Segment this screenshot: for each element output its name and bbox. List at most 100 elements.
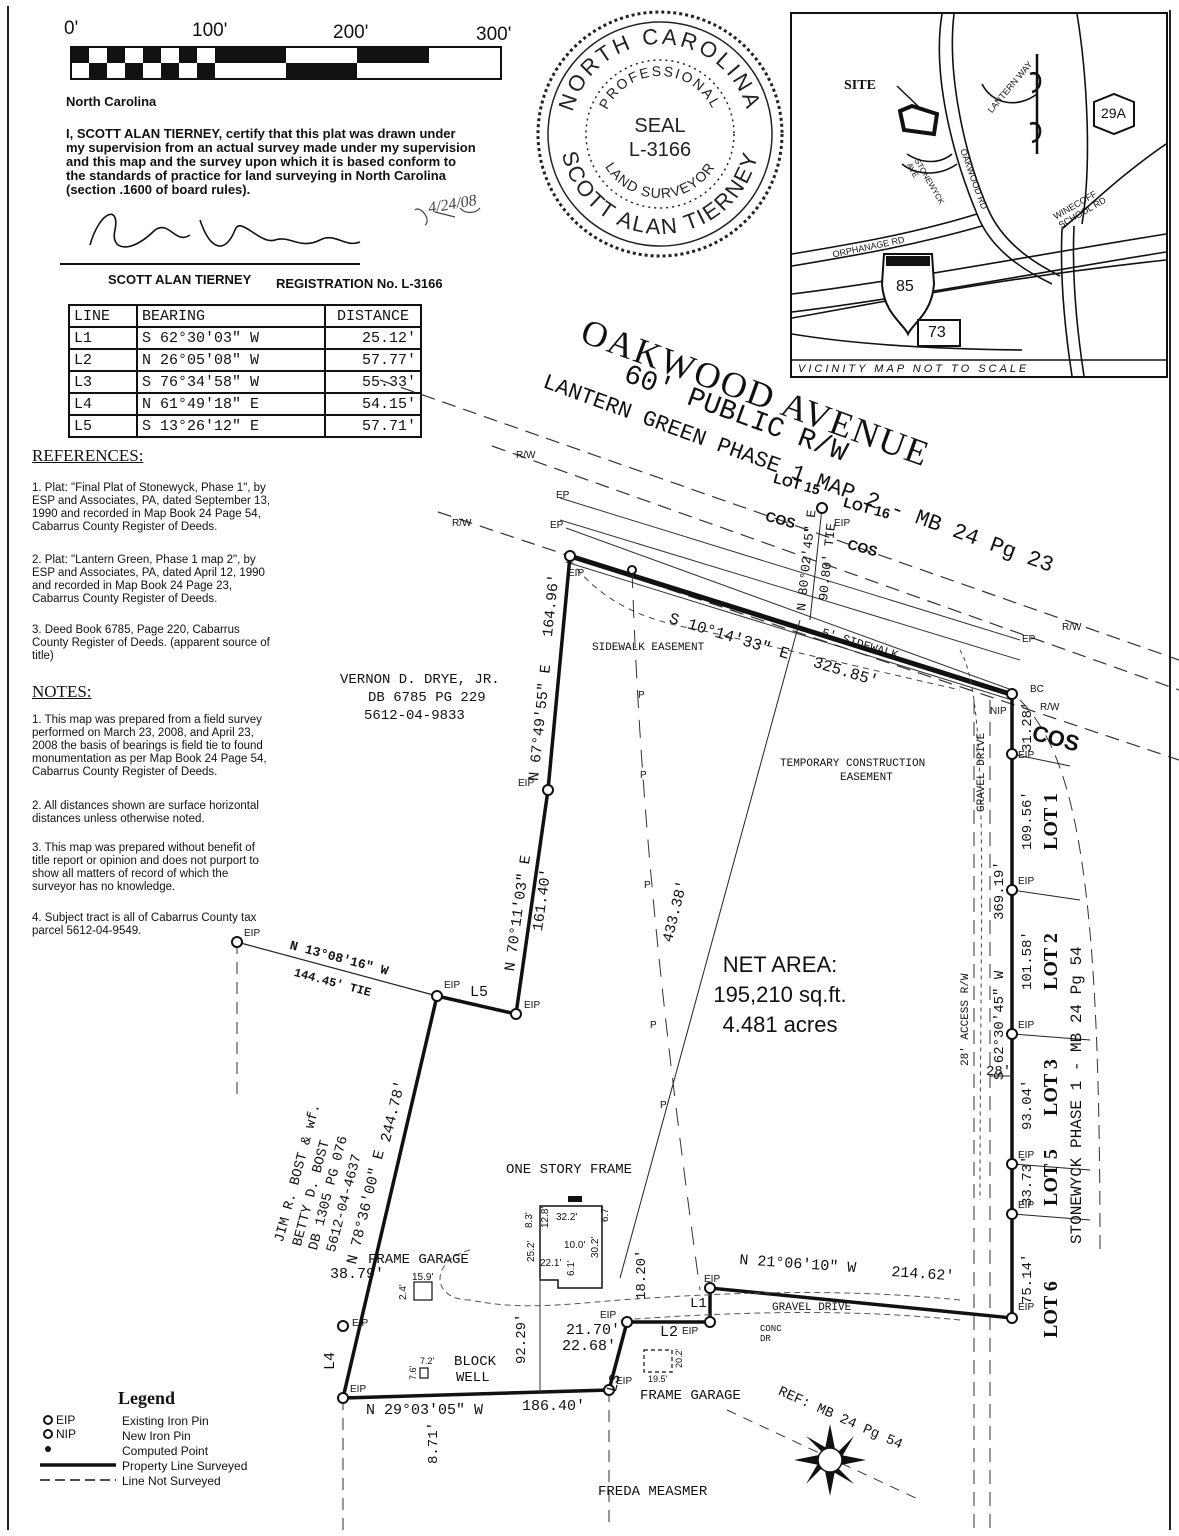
well-label: WELL bbox=[456, 1370, 490, 1386]
ref-line: ESP and Associates, PA, dated April 12, … bbox=[32, 567, 265, 579]
signature-image bbox=[60, 207, 481, 265]
pin-label: EIP bbox=[244, 928, 261, 939]
gravel-drive-east: GRAVEL DRIVE bbox=[976, 732, 988, 812]
house-dim-22-1: 22.1' bbox=[540, 1258, 562, 1269]
garage2-dim-19-5: 19.5' bbox=[648, 1374, 668, 1384]
line-bearing: S 62°30'03" W bbox=[136, 326, 326, 350]
dist-101-58: 101.58' bbox=[1020, 931, 1036, 990]
note-line: title report or opinion and does not pur… bbox=[32, 855, 259, 867]
cert-line-4: the standards of practice for land surve… bbox=[66, 168, 446, 183]
ref-line: 3. Deed Book 6785, Page 220, Cabarrus bbox=[32, 624, 240, 636]
cert-line-2: my supervision from an actual survey mad… bbox=[66, 140, 476, 155]
iron-pins bbox=[231, 502, 1018, 1404]
note-line: 1. This map was prepared from a field su… bbox=[32, 714, 262, 726]
line-l1-label: L1 bbox=[690, 1296, 707, 1312]
owner-nw-parcel: 5612-04-9833 bbox=[364, 708, 465, 724]
pin-label: EIP bbox=[568, 568, 585, 579]
pin-label: EIP bbox=[682, 1326, 699, 1337]
power-label: P bbox=[638, 690, 645, 701]
line-id: L2 bbox=[68, 348, 138, 372]
dist-93-04: 93.04' bbox=[1020, 1079, 1036, 1130]
ep-label: EP bbox=[550, 520, 564, 531]
frame-garage-2-label: FRAME GARAGE bbox=[640, 1388, 741, 1404]
frame-garage-footprint bbox=[413, 1281, 433, 1301]
table-row: L5 S 13°26'12" E 57.71' bbox=[68, 414, 422, 438]
reference-item-2: 2. Plat: "Lantern Green, Phase 1 map 2",… bbox=[32, 554, 265, 606]
house-dim-25-2: 25.2' bbox=[526, 1240, 537, 1262]
line-table: LINE BEARING DISTANCE L1 S 62°30'03" W 2… bbox=[68, 304, 422, 438]
table-row: L2 N 26°05'08" W 57.77' bbox=[68, 348, 422, 372]
pin-label: EIP bbox=[444, 980, 461, 991]
right-of-way-line-north bbox=[379, 379, 1179, 661]
scale-label-0: 0' bbox=[64, 18, 79, 39]
vicinity-interstate-85: 85 bbox=[896, 278, 914, 295]
legend-symbols bbox=[40, 1415, 116, 1481]
garage-dim-15-9: 15.9' bbox=[412, 1272, 434, 1283]
house-dim-30-2: 30.2' bbox=[590, 1236, 601, 1258]
legend-text-not-surveyed: Line Not Surveyed bbox=[122, 1474, 221, 1488]
net-area-block: NET AREA: 195,210 sq.ft. 4.481 acres bbox=[680, 950, 880, 1040]
pin-label-nip: NIP bbox=[990, 706, 1007, 717]
vicinity-site-label: SITE bbox=[844, 78, 876, 93]
dist-75-14: 75.14' bbox=[1020, 1253, 1036, 1304]
note-line: distances unless otherwise noted. bbox=[32, 813, 205, 825]
line-table-header-line: LINE bbox=[68, 304, 138, 328]
note-line: performed on March 23, 2008, and April 2… bbox=[32, 727, 254, 739]
ref-line: ESP and Associates, PA, dated September … bbox=[32, 495, 271, 507]
rw-label: R/W bbox=[452, 518, 472, 529]
power-label: P bbox=[644, 880, 651, 891]
legend-text-computed: Computed Point bbox=[122, 1444, 209, 1458]
cert-registration: REGISTRATION No. L-3166 bbox=[276, 276, 443, 291]
note-item-4: 4. Subject tract is all of Cabarrus Coun… bbox=[32, 912, 256, 938]
line-id: L3 bbox=[68, 370, 138, 394]
right-of-way-line-south bbox=[437, 511, 1179, 761]
line-l5-label: L5 bbox=[470, 984, 489, 1001]
cert-line-3: and this map and the survey upon which i… bbox=[66, 154, 457, 169]
legend-key-eip: EIP bbox=[56, 1413, 76, 1427]
pin-label: EIP bbox=[524, 1000, 541, 1011]
ref-line: County Register of Deeds. (apparent sour… bbox=[32, 637, 270, 649]
net-area-acres: 4.481 acres bbox=[722, 1012, 838, 1037]
dist-21-70: 21.70' bbox=[566, 1322, 621, 1339]
cert-signer: SCOTT ALAN TIERNEY bbox=[108, 272, 252, 287]
house-dim-6-7: 6.7' bbox=[600, 1206, 611, 1222]
notes-heading: NOTES: bbox=[32, 682, 92, 701]
line-distance: 55.33' bbox=[324, 370, 422, 394]
note-line: 3. This map was prepared without benefit… bbox=[32, 842, 255, 854]
references-heading: REFERENCES: bbox=[32, 446, 144, 465]
pin-label: EIP bbox=[1018, 1302, 1035, 1313]
vicinity-map: SITE LANTERN WAY OAKWOOD RD STONEWYCK AV… bbox=[790, 12, 1168, 378]
seal-center-2: L-3166 bbox=[629, 139, 691, 161]
legend-eip-symbol bbox=[43, 1415, 53, 1425]
house-dim-6-1: 6.1' bbox=[566, 1260, 577, 1276]
vicinity-route-29a: 29A bbox=[1101, 105, 1126, 121]
owner-nw-deed: DB 6785 PG 229 bbox=[368, 690, 486, 706]
cert-line-5: (section .1600 of board rules). bbox=[66, 182, 251, 197]
pin-label: EIP bbox=[834, 518, 851, 529]
ref-line: and recorded in Map Book 24 Page 23, bbox=[32, 580, 233, 592]
note-item-1: 1. This map was prepared from a field su… bbox=[32, 714, 267, 779]
owner-nw-name: VERNON D. DRYE, JR. bbox=[340, 672, 500, 688]
cert-state: North Carolina bbox=[66, 94, 157, 109]
legend-text-eip: Existing Iron Pin bbox=[122, 1414, 209, 1428]
lot-5-label: LOT 5 bbox=[1040, 1149, 1062, 1206]
note-line: 2008 the basis of bearings is field tie … bbox=[32, 740, 263, 752]
dist-18-20: 18.20' bbox=[634, 1249, 650, 1300]
ref-line: 1990 and recorded in Map Book 24 Page 54… bbox=[32, 508, 261, 520]
ref-line: Cabarrus County Register of Deeds. bbox=[32, 593, 218, 605]
frame-garage-2-footprint bbox=[643, 1349, 673, 1373]
ref-line: 1. Plat: "Final Plat of Stonewyck, Phase… bbox=[32, 482, 266, 494]
line-bearing: N 61°49'18" E bbox=[136, 392, 326, 416]
rw-label: R/W bbox=[516, 450, 536, 461]
cert-line-1: I, SCOTT ALAN TIERNEY, certify that this… bbox=[66, 126, 456, 141]
lot-3-label: LOT 3 bbox=[1040, 1059, 1062, 1116]
lot-6-label: LOT 6 bbox=[1040, 1281, 1062, 1338]
vicinity-route-73: 73 bbox=[928, 324, 946, 341]
dist-109-56: 109.56' bbox=[1020, 791, 1036, 850]
dist-92-29: 92.29' bbox=[514, 1313, 530, 1364]
call-south-dist: 186.40' bbox=[522, 1398, 586, 1415]
power-label: P bbox=[650, 1020, 657, 1031]
legend-text-surveyed: Property Line Surveyed bbox=[122, 1459, 248, 1473]
net-area-sqft: 195,210 sq.ft. bbox=[713, 982, 847, 1007]
line-bearing: S 13°26'12" E bbox=[136, 414, 326, 438]
